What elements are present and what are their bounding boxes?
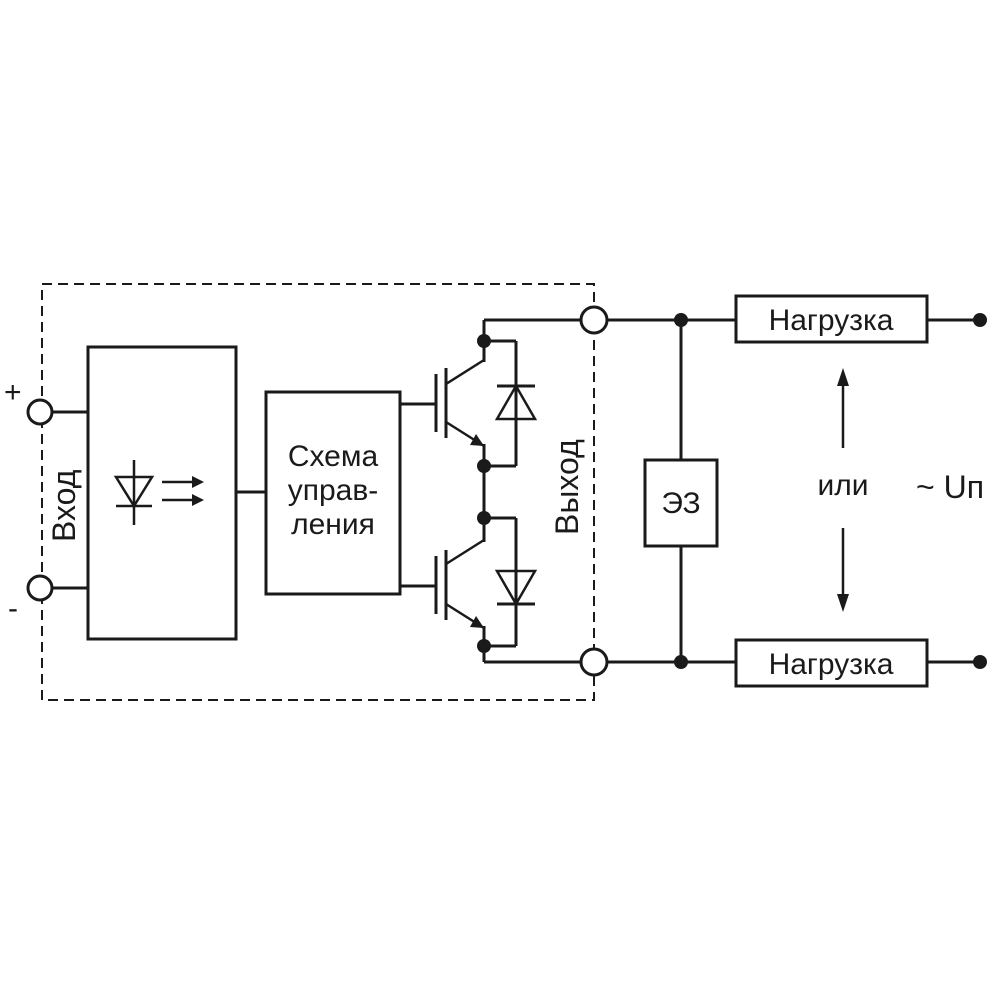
suppressor-label: ЭЗ (661, 487, 700, 520)
output-label: Выход (549, 439, 585, 535)
output-terminal-bottom (579, 647, 609, 677)
led-icon (113, 460, 204, 525)
output-terminal-top (579, 305, 609, 335)
load-bottom-label: Нагрузка (769, 648, 894, 681)
plus-sign: + (4, 376, 22, 409)
module-boundary (41, 283, 595, 701)
junction-dot (477, 334, 491, 348)
input-label: Вход (46, 469, 82, 542)
junction-dot (477, 511, 491, 525)
arrow-down-icon (837, 528, 849, 612)
diode-bottom-icon (484, 516, 538, 648)
optocoupler-block (86, 345, 238, 641)
control-label-line2: управ- (288, 474, 379, 507)
control-circuit-block (264, 390, 402, 596)
suppressor-block (643, 458, 719, 548)
diode-top-icon (484, 339, 538, 468)
junction-dot (477, 459, 491, 473)
supply-terminal-top (973, 313, 987, 327)
input-plus-terminal (26, 398, 54, 426)
supply-terminal-bottom (973, 655, 987, 669)
igbt-top-icon (434, 358, 485, 448)
igbt-bottom-icon (434, 538, 485, 630)
junction-dot (477, 639, 491, 653)
or-label: или (817, 469, 868, 502)
supply-voltage-label: ~ Uп (916, 469, 984, 505)
minus-sign: - (8, 592, 18, 625)
control-label-line1: Схема (288, 440, 379, 473)
control-label-line3: ления (291, 508, 375, 541)
arrow-up-icon (837, 368, 849, 448)
load-bottom-block (734, 638, 929, 688)
load-top-label: Нагрузка (769, 304, 894, 337)
input-minus-terminal (26, 574, 54, 602)
